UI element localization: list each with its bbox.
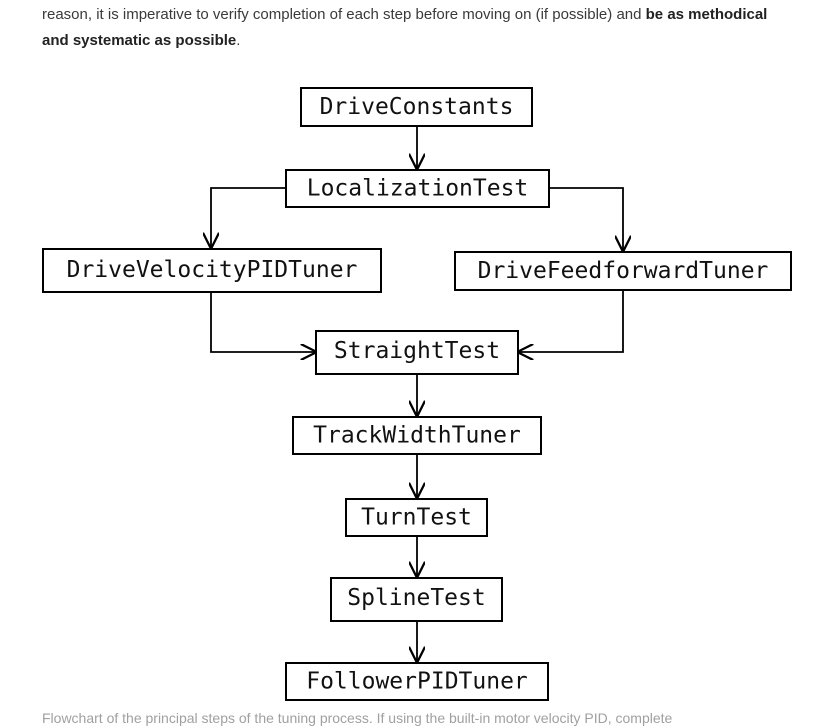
node-follower-pid-tuner: FollowerPIDTuner [285,662,549,701]
node-turn-test: TurnTest [345,498,488,537]
edge-velocity-pid-to-straight [210,293,316,352]
figure-caption: Flowchart of the principal steps of the … [42,710,673,726]
node-label: LocalizationTest [307,176,529,202]
node-straight-test: StraightTest [315,330,519,375]
node-drive-velocity-pid-tuner: DriveVelocityPIDTuner [42,248,382,293]
node-drive-constants: DriveConstants [300,87,533,127]
node-localization-test: LocalizationTest [285,169,550,208]
node-label: DriveConstants [320,94,514,120]
edge-localization-to-velocity-pid [211,187,286,248]
intro-bold-text-continued: methodical and systematic as possible [42,6,768,49]
node-label: FollowerPIDTuner [306,669,528,695]
edge-localization-to-feedforward [549,187,623,251]
node-label: DriveFeedforwardTuner [478,258,769,284]
intro-bold-text: be as [645,6,684,23]
node-label: SplineTest [347,585,485,611]
node-track-width-tuner: TrackWidthTuner [292,416,542,455]
intro-text-end: . [236,32,241,49]
node-label: DriveVelocityPIDTuner [67,257,358,283]
node-label: TrackWidthTuner [313,423,521,449]
node-label: StraightTest [334,338,500,364]
flowchart-edges [211,126,623,662]
node-drive-feedforward-tuner: DriveFeedforwardTuner [454,251,792,291]
node-spline-test: SplineTest [330,577,503,622]
intro-paragraph: reason, it is imperative to verify compl… [42,2,782,54]
edge-feedforward-to-straight [518,290,624,352]
intro-text: reason, it is imperative to verify compl… [42,6,646,23]
node-label: TurnTest [361,505,472,531]
